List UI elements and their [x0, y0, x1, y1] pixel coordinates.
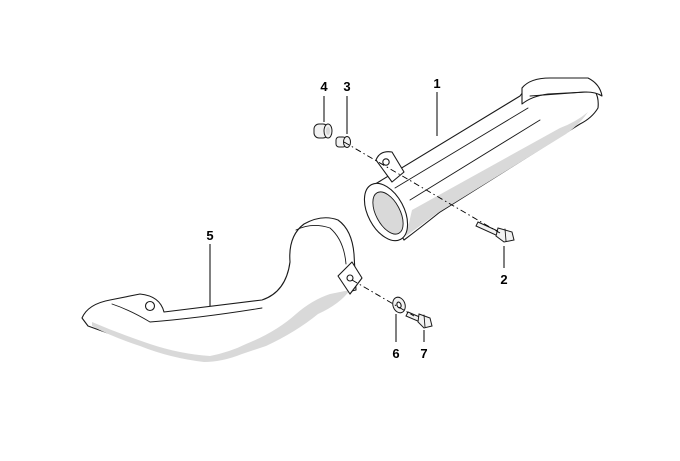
- part-2-hex-bolt: [475, 221, 515, 243]
- part-6-washer: [392, 296, 406, 314]
- leader-lines: [209, 92, 505, 342]
- part-4-grommet: [313, 123, 333, 139]
- callout-6: 6: [392, 346, 399, 361]
- callout-2: 2: [500, 272, 507, 287]
- assembly-axis-lines: [343, 141, 501, 317]
- callout-4: 4: [320, 79, 328, 94]
- callout-3: 3: [343, 79, 350, 94]
- part-3-bush: [335, 136, 351, 148]
- part-1-intake-duct: [363, 77, 603, 242]
- callout-5: 5: [206, 228, 213, 243]
- part-7-hex-bolt: [405, 311, 433, 329]
- callout-7: 7: [420, 346, 427, 361]
- callout-labels: 1 2 3 4 5 6 7: [206, 76, 507, 361]
- part-5-lower-duct: [81, 217, 363, 362]
- callout-1: 1: [433, 76, 440, 91]
